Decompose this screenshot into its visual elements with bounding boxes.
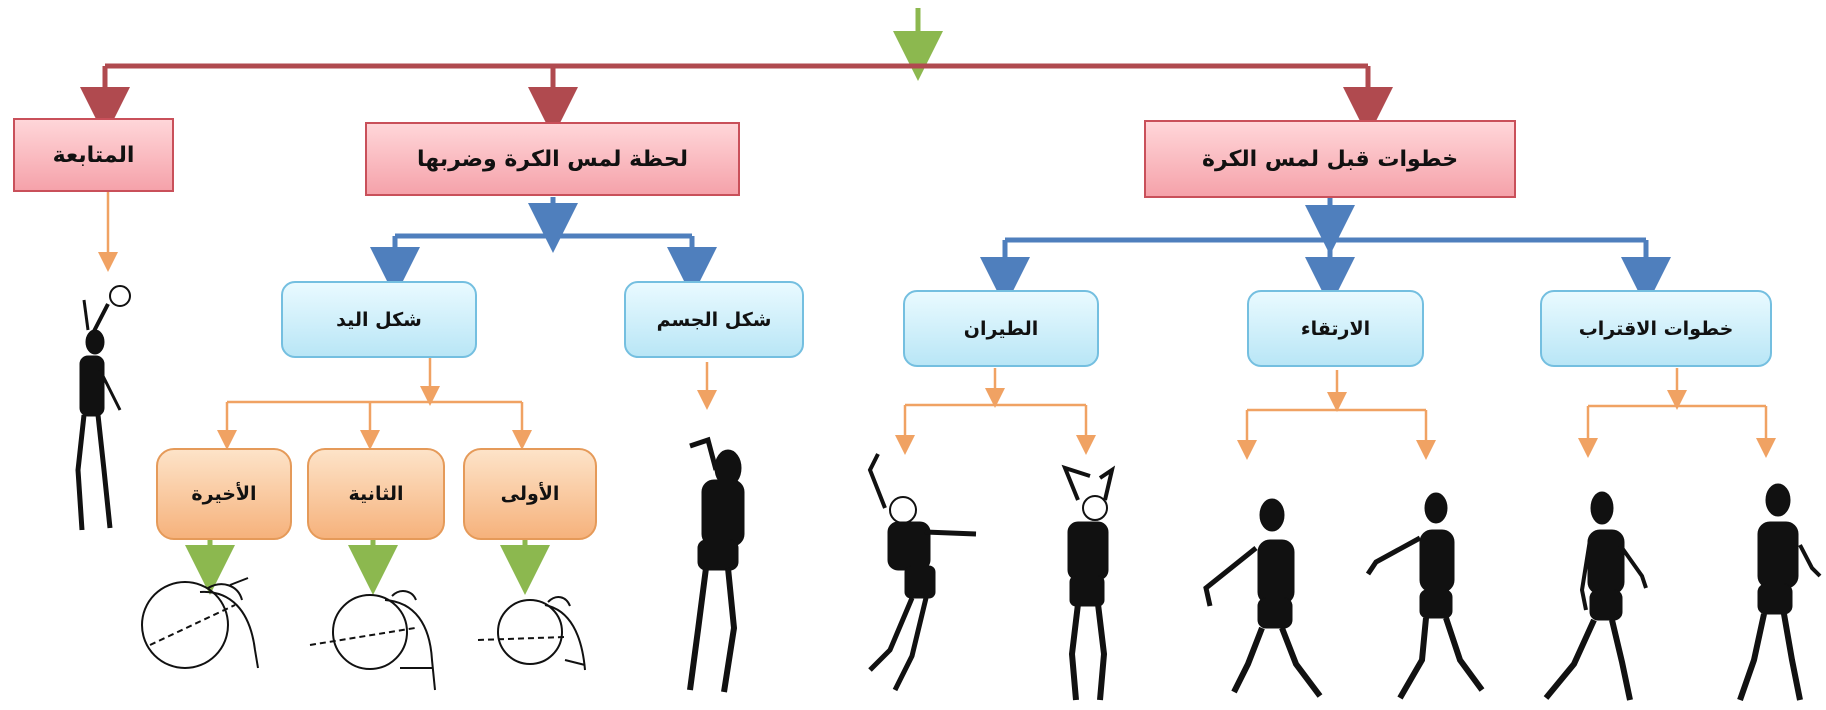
takeoff-box: الارتقاء	[1247, 290, 1424, 367]
player-approach-2-icon	[1737, 483, 1822, 701]
green-connectors	[185, 540, 550, 595]
red-connectors	[80, 63, 1393, 137]
player-takeoff-1-icon	[1203, 498, 1323, 698]
approach-steps-box: خطوات الاقتراب	[1540, 290, 1772, 367]
player-flight-1-icon	[867, 453, 977, 692]
player-follow-through-icon	[75, 285, 131, 531]
blue-connectors-steps	[980, 197, 1671, 307]
hand-sketches	[141, 577, 586, 691]
player-flight-2-icon	[1061, 464, 1116, 701]
contact-moment-box: لحظة لمس الكرة وضربها	[365, 122, 740, 196]
player-figures	[75, 285, 1822, 701]
hand-shape-box: شكل اليد	[281, 281, 477, 358]
player-takeoff-2-icon	[1365, 492, 1485, 700]
player-body-shape-icon	[687, 436, 745, 693]
blue-connectors-contact	[370, 197, 717, 297]
follow-through-box: المتابعة	[13, 118, 174, 192]
steps-before-box: خطوات قبل لمس الكرة	[1144, 120, 1516, 198]
orange-connectors	[98, 188, 1776, 460]
player-approach-1-icon	[1543, 491, 1648, 701]
first-stage-box: الأولى	[463, 448, 597, 540]
last-stage-box: الأخيرة	[156, 448, 292, 540]
hand-ball-last-icon	[141, 577, 259, 669]
hand-ball-second-icon	[309, 590, 436, 691]
body-shape-box: شكل الجسم	[624, 281, 804, 358]
second-stage-box: الثانية	[307, 448, 445, 540]
hand-ball-first-icon	[477, 596, 586, 671]
flight-box: الطيران	[903, 290, 1099, 367]
